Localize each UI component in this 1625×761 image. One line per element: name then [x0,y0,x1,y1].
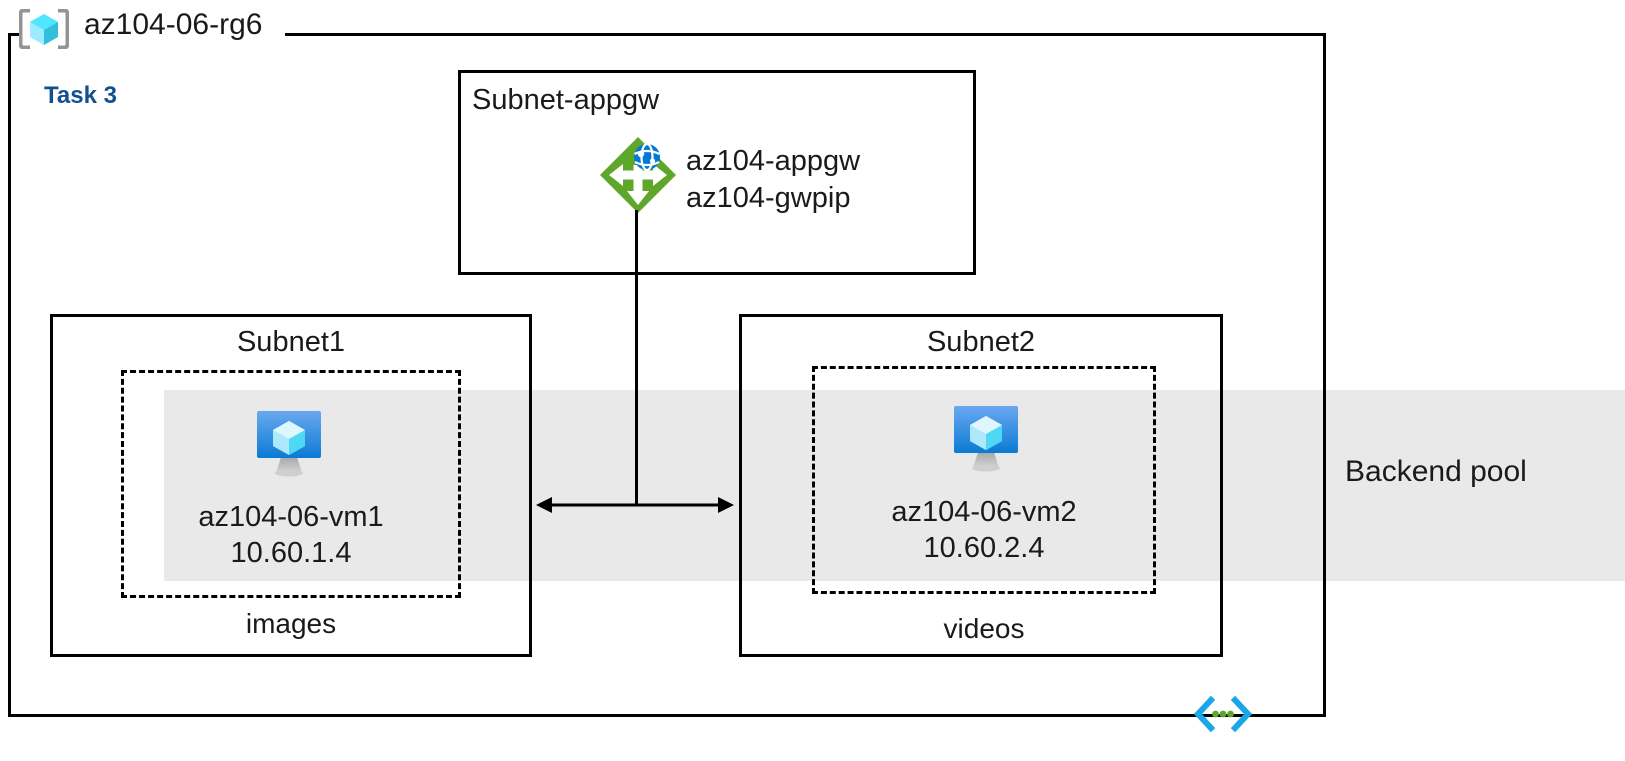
subnet1-box [50,314,532,657]
task-label: Task 3 [44,82,117,109]
virtual-machine-icon [250,405,328,479]
appgw-public-ip-name: az104-gwpip [686,181,851,214]
vm2-name: az104-06-vm2 [891,496,1077,528]
resource-group-border-right-stub [285,33,1326,36]
appgw-resource-name: az104-appgw [686,145,861,177]
subnet-bidirectional-arrow [535,488,735,521]
vm1-name: az104-06-vm1 [198,501,384,533]
subnet1-vm-text: az104-06-vm1 10.60.1.4 [121,500,461,572]
subnet2-tier-label: videos [943,613,1025,644]
subnet2-title: Subnet2 [926,326,1036,358]
resource-group-name: az104-06-rg6 [84,8,263,41]
subnet1-vm-group-box [121,370,461,598]
subnet1-title: Subnet1 [236,326,346,358]
application-gateway-labels: az104-appgw az104-gwpip [686,143,860,216]
gateway-connector-line [635,210,638,505]
vm1-ip: 10.60.1.4 [230,536,352,569]
subnet-appgw-title: Subnet-appgw [472,84,660,116]
subnet1-tier-label: images [245,608,337,639]
subnet-appgw-box [458,70,976,275]
subnet2-box [739,314,1223,657]
vm2-ip: 10.60.2.4 [923,531,1045,564]
subnet2-vm-text: az104-06-vm2 10.60.2.4 [812,495,1156,567]
backend-pool-label: Backend pool [1345,455,1527,488]
backend-pool-band [164,390,1625,581]
resource-group-frame [8,33,1326,717]
subnet2-vm-group-box [812,366,1156,594]
application-gateway-icon [597,135,679,215]
virtual-machine-icon [947,400,1025,474]
resource-group-border-left-stub [8,33,20,36]
resource-group-icon [18,6,70,52]
code-brackets-icon [1193,694,1253,734]
